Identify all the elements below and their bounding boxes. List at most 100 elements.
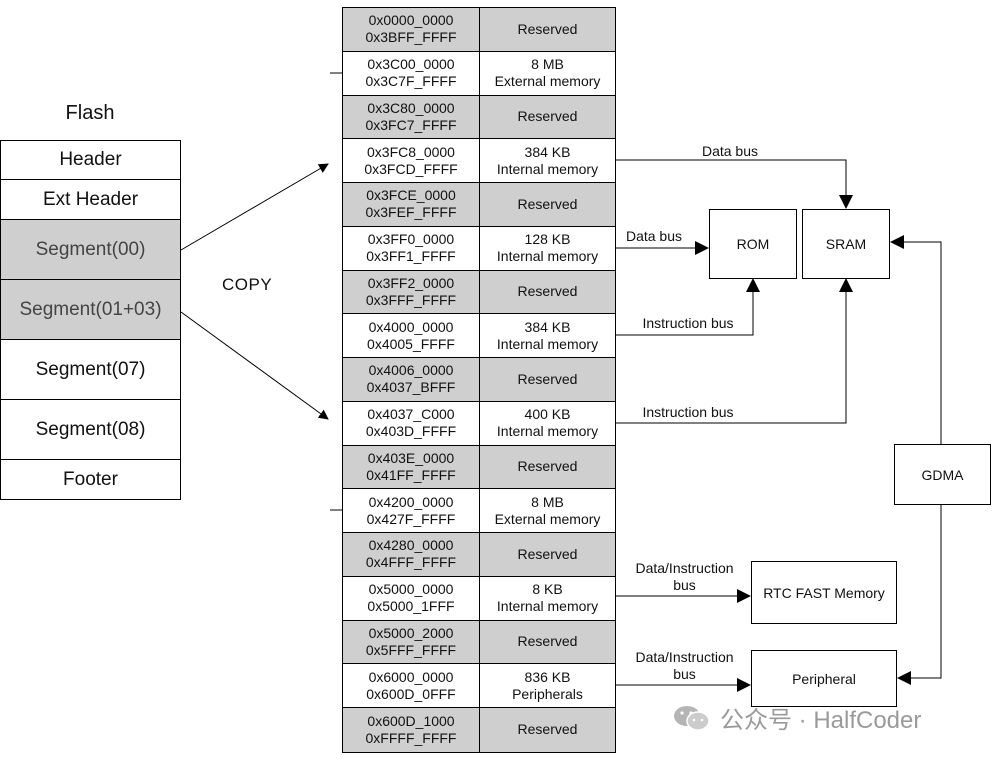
region-type: Peripherals bbox=[512, 685, 583, 702]
wechat-icon bbox=[672, 704, 712, 732]
gdma-block: GDMA bbox=[894, 444, 991, 505]
flash-segment: Ext Header bbox=[0, 180, 181, 220]
end-address: 0x427F_FFFF bbox=[366, 510, 456, 527]
copy-label: COPY bbox=[222, 275, 273, 294]
region-size: 128 KB bbox=[524, 231, 571, 248]
rtc-bus-label-line1: Data/Instruction bbox=[635, 560, 734, 576]
sram-instr-bus-line bbox=[616, 278, 853, 424]
end-address: 0x4FFF_FFFF bbox=[365, 554, 457, 571]
region-description: Reserved bbox=[480, 183, 615, 226]
flash-segment: Segment(07) bbox=[0, 340, 181, 400]
region-type: Reserved bbox=[517, 458, 578, 475]
peripheral-block: Peripheral bbox=[751, 650, 897, 707]
peripheral-bus-label-line2: bus bbox=[673, 666, 696, 682]
end-address: 0x4005_FFFF bbox=[367, 335, 455, 352]
flash-segment: Segment(00) bbox=[0, 220, 181, 280]
rtc-bus-label-line2: bus bbox=[673, 577, 696, 593]
sram-data-bus-label: Data bus bbox=[701, 143, 759, 159]
region-description: Reserved bbox=[480, 621, 615, 664]
start-address: 0x3C80_0000 bbox=[367, 99, 455, 116]
end-address: 0x3C7F_FFFF bbox=[365, 73, 457, 90]
region-description: Reserved bbox=[480, 8, 615, 51]
region-size: 400 KB bbox=[524, 406, 571, 423]
rom-block: ROM bbox=[709, 209, 797, 279]
end-address: 0x4037_BFFF bbox=[366, 379, 456, 396]
flash-segment: Segment(08) bbox=[0, 400, 181, 460]
start-address: 0x5000_2000 bbox=[368, 624, 454, 641]
region-type: Reserved bbox=[517, 20, 578, 37]
region-type: Reserved bbox=[517, 545, 578, 562]
region-size: 384 KB bbox=[524, 143, 571, 160]
end-address: 0x5000_1FFF bbox=[367, 598, 455, 615]
region-size: 384 KB bbox=[524, 318, 571, 335]
region-type: Internal memory bbox=[496, 335, 599, 352]
start-address: 0x4200_0000 bbox=[368, 493, 454, 510]
region-type: External memory bbox=[494, 510, 601, 527]
start-address: 0x3FC8_0000 bbox=[367, 143, 455, 160]
start-address: 0x4000_0000 bbox=[368, 318, 454, 335]
copy-arrow-lower bbox=[180, 311, 329, 420]
region-type: Internal memory bbox=[496, 160, 599, 177]
end-address: 0x3FCD_FFFF bbox=[364, 160, 458, 177]
sram-block: SRAM bbox=[802, 209, 890, 279]
sram-data-bus-line bbox=[616, 159, 853, 209]
start-address: 0x3FF0_0000 bbox=[367, 231, 455, 248]
start-address: 0x3C00_0000 bbox=[367, 56, 455, 73]
end-address: 0x3FF1_FFFF bbox=[366, 248, 456, 265]
start-address: 0x4037_C000 bbox=[367, 406, 455, 423]
start-address: 0x4280_0000 bbox=[368, 537, 454, 554]
start-address: 0x5000_0000 bbox=[368, 581, 454, 598]
watermark-text: 公众号 · HalfCoder bbox=[720, 707, 922, 734]
end-address: 0x3BFF_FFFF bbox=[365, 29, 457, 46]
region-description: Reserved bbox=[480, 446, 615, 489]
region-type: Reserved bbox=[517, 370, 578, 387]
peripheral-bus-label-line1: Data/Instruction bbox=[635, 649, 734, 665]
region-type: Reserved bbox=[517, 721, 578, 738]
copy-arrow-upper bbox=[180, 163, 329, 251]
flash-title: Flash bbox=[65, 102, 115, 124]
region-type: Reserved bbox=[517, 195, 578, 212]
rom-instruction-bus-label: Instruction bus bbox=[642, 315, 734, 331]
region-type: Internal memory bbox=[496, 598, 599, 615]
region-type: External memory bbox=[494, 73, 601, 90]
region-type: Reserved bbox=[517, 283, 578, 300]
gdma-peripheral-line bbox=[897, 505, 942, 685]
watermark: 公众号 · HalfCoder bbox=[672, 700, 921, 735]
end-address: 0x5FFF_FFFF bbox=[365, 641, 457, 658]
flash-segment: Header bbox=[0, 140, 181, 180]
end-address: 0x41FF_FFFF bbox=[366, 466, 456, 483]
region-type: Internal memory bbox=[496, 248, 599, 265]
region-description: Reserved bbox=[480, 708, 615, 752]
region-size: 8 KB bbox=[532, 581, 563, 598]
end-address: 0x3FC7_FFFF bbox=[365, 116, 457, 133]
rtc-bus-label: Data/Instruction bus bbox=[622, 560, 747, 594]
